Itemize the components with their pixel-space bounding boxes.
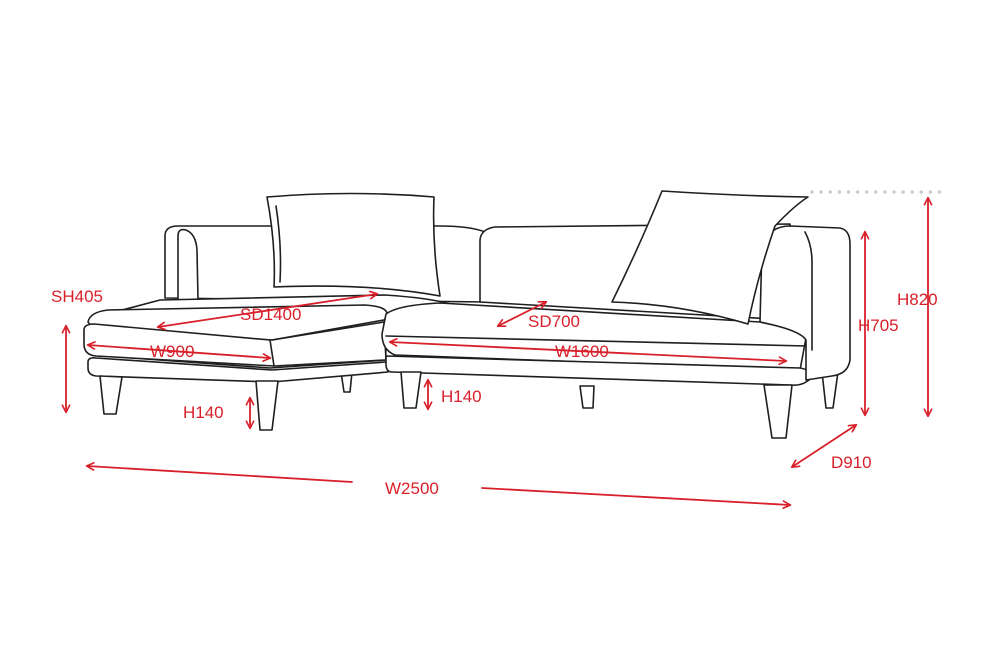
front-leg-chaise-right (255, 380, 279, 431)
sd700-arrow (496, 300, 548, 328)
h820-label: H820 (897, 290, 938, 309)
main-arm-inner (804, 231, 813, 351)
w900-arrow (86, 341, 272, 362)
pillow-left (266, 192, 441, 297)
w2500-label: W2500 (385, 479, 439, 498)
h705-label: H705 (858, 316, 899, 335)
w1600-label: W1600 (555, 342, 609, 361)
w900-label: W900 (150, 342, 194, 361)
h140-left-label: H140 (183, 403, 224, 422)
sh405-label: SH405 (51, 287, 103, 306)
front-leg-middle (400, 371, 422, 409)
front-leg-chaise-left (99, 375, 123, 415)
d910-arrow (790, 423, 858, 469)
chaise-arm (177, 228, 199, 301)
sd1400-arrow (156, 290, 379, 331)
sd700-label: SD700 (528, 312, 580, 331)
w2500-arrow-left (85, 462, 353, 483)
pillow-left-seam (275, 205, 282, 283)
front-leg-right (763, 384, 793, 439)
back-leg-middle (579, 385, 595, 409)
w2500-arrow-right (481, 487, 792, 510)
w1600-arrow (388, 337, 788, 366)
d910-label: D910 (831, 453, 872, 472)
dimension-annotations: SH405 SD1400 W900 H140 H140 SD700 W1600 … (51, 190, 942, 510)
main-arm (759, 225, 851, 381)
pillow-right (611, 190, 809, 325)
sd1400-label: SD1400 (240, 305, 301, 324)
h140-mid-label: H140 (441, 387, 482, 406)
